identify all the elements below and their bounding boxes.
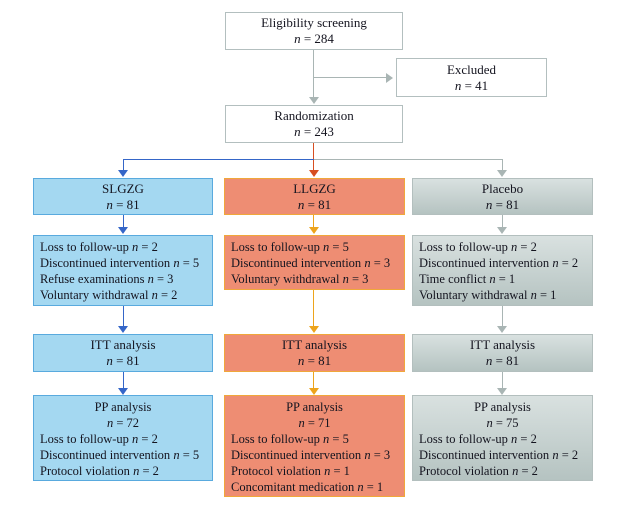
arm-slgzg-box: SLGZG n = 81 [33,178,213,215]
list-item: Protocol violation n = 2 [40,464,159,478]
randomization-count: n = 243 [294,124,334,139]
list-item: Refuse examinations n = 3 [40,272,174,286]
arm-placebo-box: Placebo n = 81 [412,178,593,215]
connector-branch-slgzg [123,159,124,171]
connector-llgzg-itt [313,290,314,327]
pp-llgzg-title: PP analysis [286,400,343,414]
randomization-box: Randomization n = 243 [225,105,403,143]
dropout-slgzg-box: Loss to follow-up n = 2 Discontinued int… [33,235,213,306]
connector-llgzg-dropout [313,215,314,228]
arrowhead-slgzg-itt [118,326,128,333]
list-item: Discontinued intervention n = 2 [419,256,579,270]
list-item: Discontinued intervention n = 5 [40,448,200,462]
list-item: Discontinued intervention n = 3 [231,448,391,462]
list-item: Time conflict n = 1 [419,272,516,286]
list-item: Loss to follow-up n = 2 [419,432,537,446]
arm-slgzg-count: n = 81 [106,196,140,212]
list-item: Loss to follow-up n = 5 [231,240,349,254]
arrowhead-placebo-itt [497,326,507,333]
pp-placebo-box: PP analysis n = 75 Loss to follow-up n =… [412,395,593,481]
list-item: Discontinued intervention n = 2 [419,448,579,462]
arm-placebo-name: Placebo [481,180,524,196]
arrowhead-slgzg-dropout [118,227,128,234]
arrowhead-excluded [386,73,393,83]
arm-placebo-count: n = 81 [485,196,520,212]
arm-slgzg-name: SLGZG [102,180,144,196]
arrowhead-llgzg-dropout [309,227,319,234]
eligibility-box: Eligibility screening n = 284 [225,12,403,50]
connector-slgzg-pp [123,372,124,389]
list-item: Discontinued intervention n = 5 [40,256,200,270]
list-item: Protocol violation n = 1 [231,464,350,478]
connector-branch-placebo [502,159,503,171]
arrowhead-llgzg [309,170,319,177]
eligibility-count: n = 284 [294,31,334,46]
excluded-count: n = 41 [454,77,489,93]
list-item: Protocol violation n = 2 [419,464,538,478]
connector-placebo-itt [502,306,503,327]
arm-llgzg-box: LLGZG n = 81 [224,178,405,215]
arrowhead-llgzg-pp [309,388,319,395]
connector-placebo-dropout [502,215,503,228]
arrowhead-placebo [497,170,507,177]
eligibility-title: Eligibility screening [261,15,367,30]
pp-placebo-count: n = 75 [486,416,519,430]
arm-llgzg-name: LLGZG [293,180,336,196]
pp-llgzg-box: PP analysis n = 71 Loss to follow-up n =… [224,395,405,497]
itt-slgzg-title: ITT analysis [90,337,156,352]
arrowhead-llgzg-itt [309,326,319,333]
connector-randomization-llgzg [313,143,314,170]
pp-slgzg-box: PP analysis n = 72 Loss to follow-up n =… [33,395,213,481]
connector-llgzg-pp [313,372,314,389]
pp-llgzg-count: n = 71 [298,416,331,430]
pp-placebo-title: PP analysis [474,400,531,414]
itt-llgzg-count: n = 81 [297,353,332,368]
pp-slgzg-count: n = 72 [106,416,140,430]
randomization-title: Randomization [274,108,354,123]
excluded-box: Excluded n = 41 [396,58,547,97]
pp-slgzg-title: PP analysis [94,400,152,414]
dropout-llgzg-box: Loss to follow-up n = 5 Discontinued int… [224,235,405,290]
arrowhead-slgzg [118,170,128,177]
itt-llgzg-title: ITT analysis [281,337,348,352]
itt-slgzg-count: n = 81 [106,353,140,368]
connector-slgzg-itt [123,306,124,327]
list-item: Concomitant medication n = 1 [231,480,384,494]
connector-slgzg-dropout [123,215,124,228]
list-item: Loss to follow-up n = 2 [40,240,158,254]
list-item: Voluntary withdrawal n = 2 [40,288,178,302]
arrowhead-slgzg-pp [118,388,128,395]
list-item: Loss to follow-up n = 2 [40,432,158,446]
itt-slgzg-box: ITT analysis n = 81 [33,334,213,372]
arrowhead-placebo-dropout [497,227,507,234]
connector-eligibility-randomization [313,50,314,98]
arrowhead-randomization [309,97,319,104]
list-item: Discontinued intervention n = 3 [231,256,391,270]
connector-placebo-pp [502,372,503,389]
list-item: Loss to follow-up n = 2 [419,240,537,254]
branch-line-left [123,159,314,160]
excluded-title: Excluded [446,61,497,77]
connector-to-excluded [314,77,386,78]
itt-placebo-title: ITT analysis [469,337,536,352]
list-item: Loss to follow-up n = 5 [231,432,349,446]
arrowhead-placebo-pp [497,388,507,395]
list-item: Voluntary withdrawal n = 1 [419,288,557,302]
arm-llgzg-count: n = 81 [297,196,332,212]
list-item: Voluntary withdrawal n = 3 [231,272,369,286]
itt-llgzg-box: ITT analysis n = 81 [224,334,405,372]
dropout-placebo-box: Loss to follow-up n = 2 Discontinued int… [412,235,593,306]
itt-placebo-count: n = 81 [485,353,520,368]
itt-placebo-box: ITT analysis n = 81 [412,334,593,372]
branch-line-right [314,159,503,160]
